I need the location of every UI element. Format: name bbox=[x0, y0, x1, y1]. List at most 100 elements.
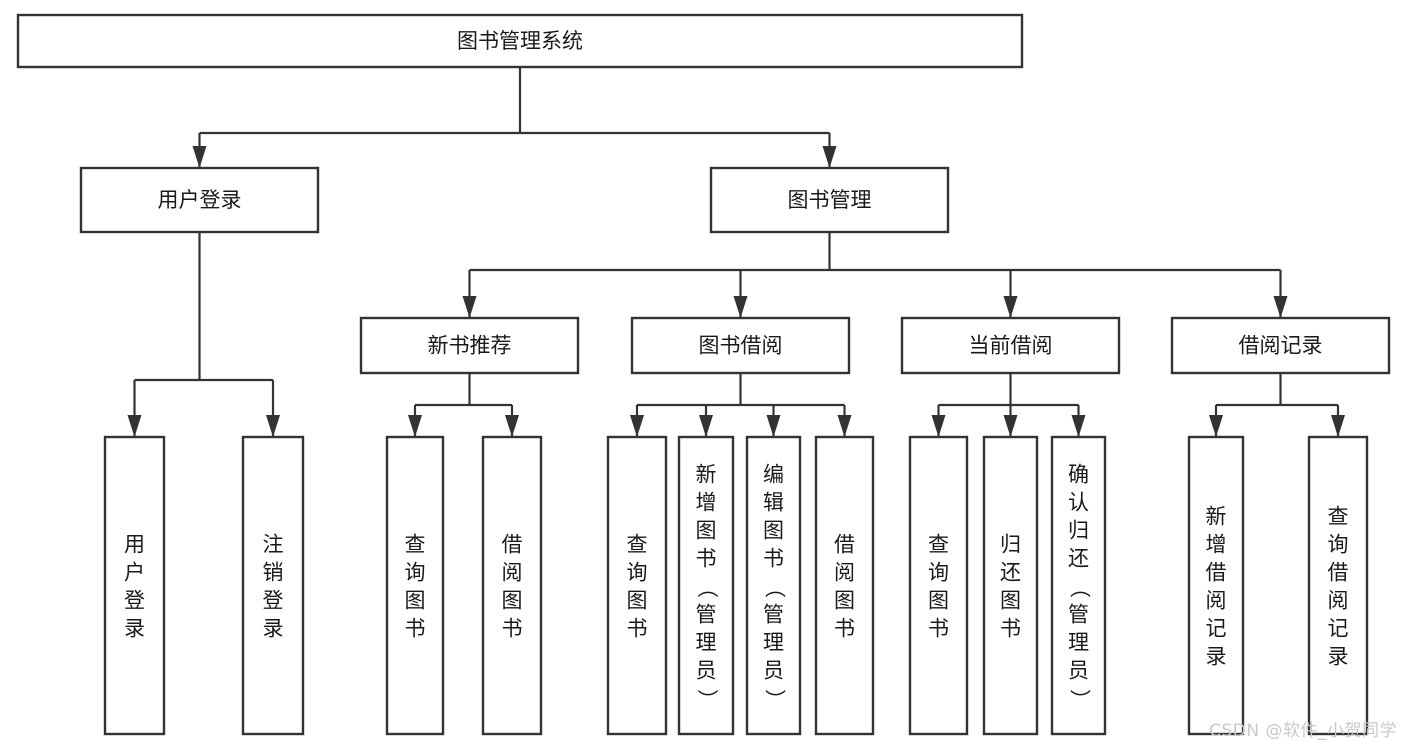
node-box-leaf-borrow-book-1[interactable] bbox=[481, 435, 543, 736]
svg-text:图: 图 bbox=[834, 589, 855, 613]
arrow-head-icon bbox=[1273, 296, 1288, 318]
arrow-head-icon bbox=[192, 146, 207, 168]
svg-text:询: 询 bbox=[627, 561, 648, 585]
svg-text:管: 管 bbox=[1068, 603, 1089, 627]
svg-text:询: 询 bbox=[405, 561, 426, 585]
svg-text:阅: 阅 bbox=[1328, 589, 1349, 613]
arrow-head-icon bbox=[1003, 415, 1018, 437]
node-box-current-borrow[interactable] bbox=[900, 316, 1121, 375]
svg-text:阅: 阅 bbox=[1206, 589, 1227, 613]
svg-text:查: 查 bbox=[405, 533, 426, 557]
svg-text:录: 录 bbox=[263, 617, 284, 641]
svg-text:书: 书 bbox=[502, 617, 523, 641]
node-box-leaf-query-book-3[interactable] bbox=[908, 435, 969, 736]
node-label-user-login: 用户登录 bbox=[158, 188, 242, 212]
node-box-leaf-borrow-book-2[interactable] bbox=[814, 435, 875, 736]
svg-text:记: 记 bbox=[1328, 617, 1349, 641]
svg-text:归: 归 bbox=[1000, 533, 1021, 557]
svg-text:还: 还 bbox=[1068, 547, 1089, 571]
svg-text:书: 书 bbox=[696, 547, 717, 571]
arrow-head-icon bbox=[837, 415, 852, 437]
svg-text:图: 图 bbox=[763, 519, 784, 543]
node-label-leaf-user-login: 用户登录 bbox=[124, 533, 145, 641]
svg-text:借: 借 bbox=[834, 533, 855, 557]
svg-text:阅: 阅 bbox=[834, 561, 855, 585]
node-box-root[interactable] bbox=[16, 13, 1024, 69]
connectors-layer bbox=[127, 67, 1345, 437]
node-box-book-borrow[interactable] bbox=[630, 316, 851, 375]
svg-text:查: 查 bbox=[1328, 505, 1349, 529]
node-label-book-borrow: 图书借阅 bbox=[699, 334, 783, 358]
arrow-head-icon bbox=[630, 415, 644, 437]
svg-text:管: 管 bbox=[763, 603, 784, 627]
node-box-leaf-add-borrow-record[interactable] bbox=[1187, 435, 1245, 736]
arrow-head-icon bbox=[733, 296, 748, 318]
svg-text:）: ） bbox=[695, 689, 719, 710]
svg-text:图: 图 bbox=[928, 589, 949, 613]
svg-text:理: 理 bbox=[763, 631, 784, 655]
nodes-layer: 图书管理系统用户登录图书管理新书推荐图书借阅当前借阅借阅记录用户登录注销登录查询… bbox=[16, 13, 1391, 736]
svg-text:登: 登 bbox=[263, 589, 284, 613]
svg-text:增: 增 bbox=[696, 491, 717, 515]
svg-text:增: 增 bbox=[1206, 533, 1227, 557]
node-box-leaf-query-book-2[interactable] bbox=[606, 435, 668, 736]
node-box-leaf-query-book-1[interactable] bbox=[385, 435, 445, 736]
svg-text:（: （ bbox=[695, 577, 719, 598]
svg-text:销: 销 bbox=[263, 561, 284, 585]
svg-text:书: 书 bbox=[763, 547, 784, 571]
svg-text:编: 编 bbox=[763, 463, 784, 487]
node-box-leaf-user-login[interactable] bbox=[103, 435, 166, 736]
svg-text:还: 还 bbox=[1000, 561, 1021, 585]
arrow-head-icon bbox=[766, 415, 781, 437]
node-box-user-login[interactable] bbox=[79, 166, 320, 234]
svg-text:管: 管 bbox=[696, 603, 717, 627]
svg-text:员: 员 bbox=[763, 659, 784, 683]
svg-text:图: 图 bbox=[696, 519, 717, 543]
svg-text:书: 书 bbox=[627, 617, 648, 641]
svg-text:）: ） bbox=[1068, 689, 1092, 710]
node-box-borrow-record[interactable] bbox=[1170, 316, 1391, 375]
node-box-leaf-logout-login[interactable] bbox=[241, 435, 305, 736]
svg-text:图: 图 bbox=[627, 589, 648, 613]
svg-text:（: （ bbox=[763, 577, 787, 598]
svg-text:询: 询 bbox=[1328, 533, 1349, 557]
arrow-head-icon bbox=[931, 415, 946, 437]
svg-text:录: 录 bbox=[1328, 645, 1349, 669]
svg-text:确: 确 bbox=[1068, 463, 1089, 487]
node-box-book-management[interactable] bbox=[709, 166, 950, 234]
svg-text:登: 登 bbox=[124, 589, 145, 613]
node-label-root: 图书管理系统 bbox=[457, 29, 583, 53]
node-box-leaf-query-borrow-record[interactable] bbox=[1307, 435, 1369, 736]
svg-text:员: 员 bbox=[696, 659, 717, 683]
node-box-leaf-return-book[interactable] bbox=[982, 435, 1039, 736]
svg-text:查: 查 bbox=[627, 533, 648, 557]
svg-text:用: 用 bbox=[124, 533, 145, 557]
arrow-head-icon bbox=[1071, 415, 1086, 437]
node-box-leaf-edit-book-admin[interactable] bbox=[745, 435, 802, 736]
svg-text:新: 新 bbox=[1206, 505, 1227, 529]
arrow-head-icon bbox=[462, 296, 477, 318]
node-box-leaf-confirm-return-admin[interactable] bbox=[1050, 435, 1107, 736]
svg-text:借: 借 bbox=[502, 533, 523, 557]
svg-text:书: 书 bbox=[928, 617, 949, 641]
svg-text:借: 借 bbox=[1328, 561, 1349, 585]
node-box-new-book-recommend[interactable] bbox=[359, 316, 580, 375]
node-label-current-borrow: 当前借阅 bbox=[969, 334, 1053, 358]
svg-text:记: 记 bbox=[1206, 617, 1227, 641]
node-box-leaf-add-book-admin[interactable] bbox=[677, 435, 735, 736]
svg-text:录: 录 bbox=[124, 617, 145, 641]
svg-text:书: 书 bbox=[834, 617, 855, 641]
